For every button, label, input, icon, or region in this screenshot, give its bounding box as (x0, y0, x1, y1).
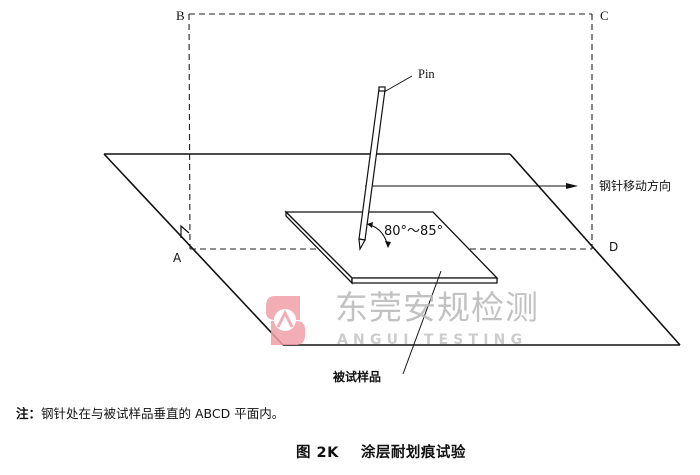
figure-caption: 图 2K 涂层耐划痕试验 (296, 441, 466, 462)
sample-plate (284, 210, 499, 285)
caption-number: 图 2K (296, 445, 339, 461)
label-direction: 钢针移动方向 (599, 179, 672, 193)
note-text: 钢针处在与被试样品垂直的 ABCD 平面内。 (41, 406, 285, 421)
watermark-text-cn: 东莞安规检测 (335, 288, 539, 327)
movement-arrow (365, 183, 578, 189)
pin (358, 86, 386, 251)
pin-leader (383, 75, 413, 93)
note-prefix: 注： (16, 406, 42, 421)
caption-title: 涂层耐划痕试验 (360, 445, 466, 461)
label-angle: 80°～85° (384, 224, 444, 239)
label-sample: 被试样品 (333, 370, 382, 384)
label-corner-c: C (600, 8, 609, 23)
figure-note: 注：钢针处在与被试样品垂直的 ABCD 平面内。 (16, 403, 284, 422)
label-pin: Pin (418, 67, 435, 81)
label-corner-d: D (609, 240, 619, 254)
sample-leader (402, 270, 442, 375)
right-angle-marker (180, 224, 190, 238)
angle-arc (366, 222, 391, 248)
watermark-text-en: ANGUI TESTING (337, 332, 528, 348)
watermark-logo-icon (266, 296, 305, 345)
label-corner-a: A (173, 251, 182, 265)
label-corner-b: B (176, 8, 185, 23)
